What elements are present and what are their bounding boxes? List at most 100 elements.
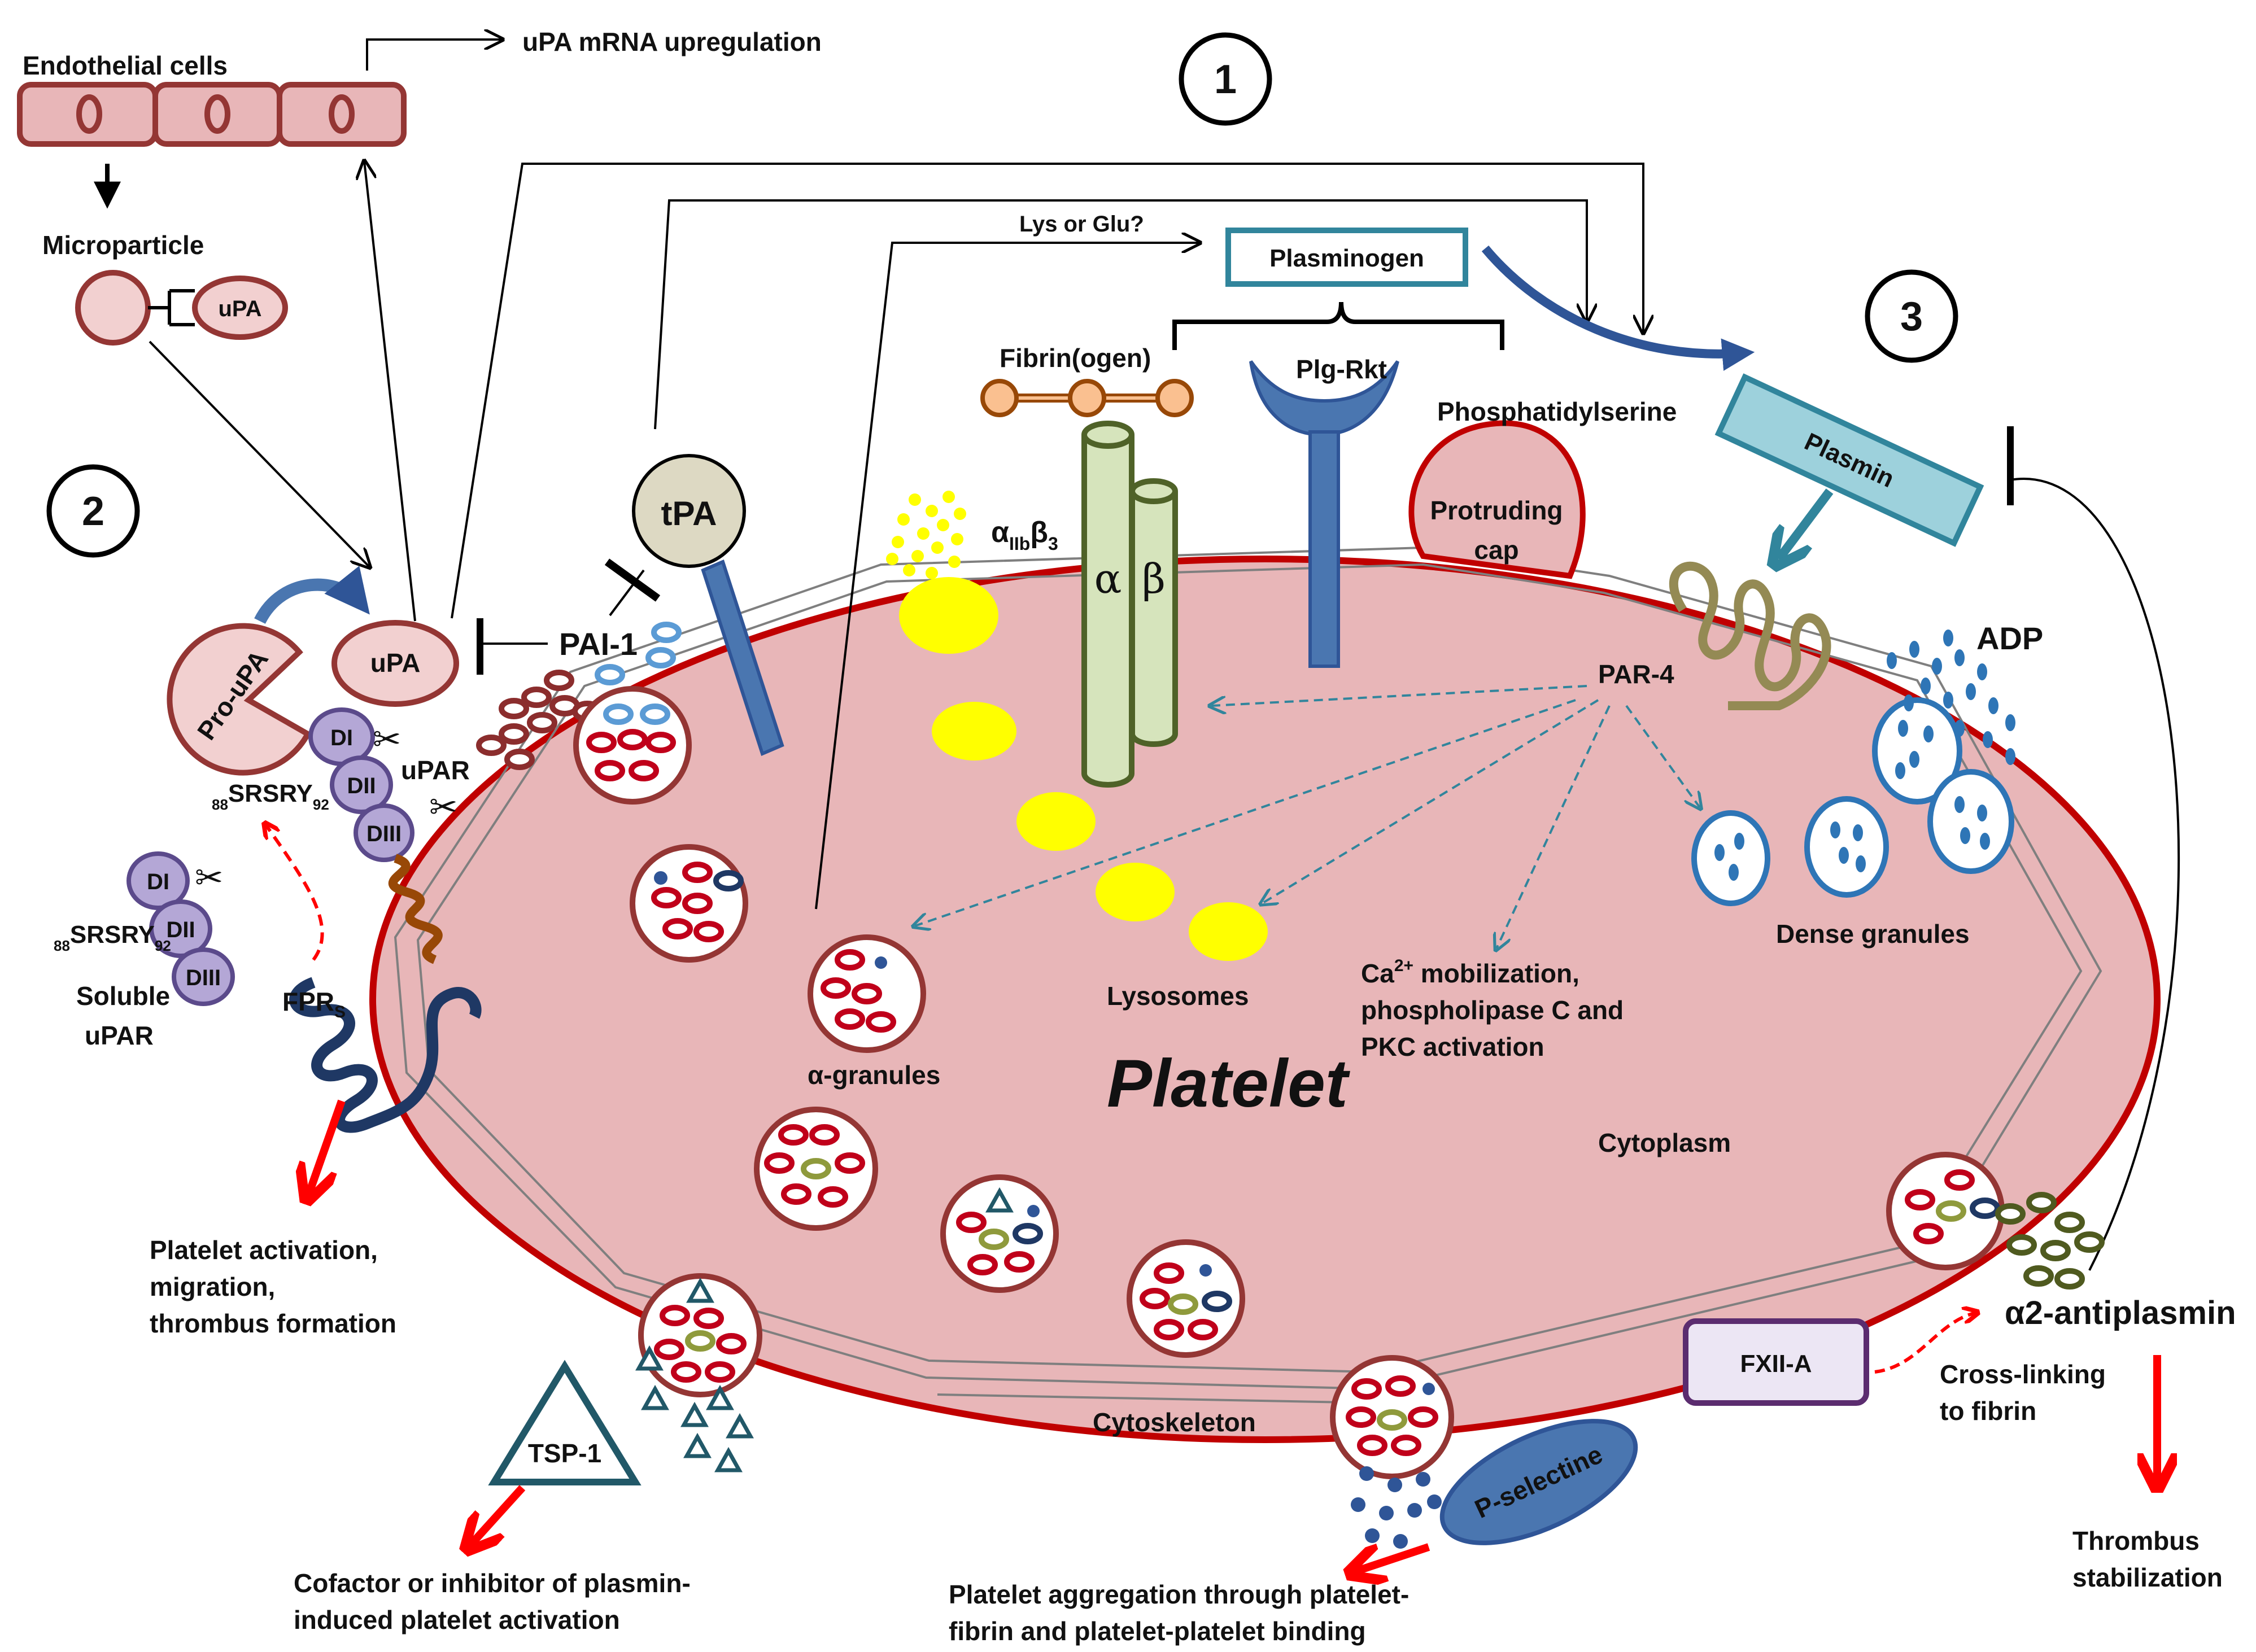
par4-label: PAR-4 [1598, 659, 1674, 689]
protruding-cap: Protruding cap [1408, 420, 1586, 579]
fprs-to-srsry-dashed [265, 824, 324, 961]
lysosome-to-plasminogen-line [815, 243, 1200, 910]
aggregation-label-1: Platelet aggregation through platelet- [949, 1580, 1409, 1609]
granule-pai1 [573, 686, 692, 805]
pai1-tpa-inhibition [609, 569, 645, 617]
plasminogen-box: Plasminogen [1225, 228, 1468, 287]
platelet-cell [369, 546, 2161, 1443]
fxiia-crosslink-arrow [1874, 1313, 1976, 1374]
lysosomes-label: Lysosomes [1107, 981, 1249, 1011]
alpha-granule-2 [808, 934, 926, 1053]
crosslink-label-1: Cross-linking [1940, 1360, 2106, 1389]
tsp1-arrow [469, 1485, 526, 1547]
integrin-alpha-label: α [1094, 555, 1122, 602]
cytoskeleton-line [937, 1393, 1378, 1404]
adp-label: ADP [1976, 620, 2043, 656]
upar-di-label: DI [330, 726, 353, 750]
soluble-diii-label: DIII [186, 965, 221, 990]
protruding-cap-label-2: cap [1474, 535, 1518, 565]
protruding-cap-label-1: Protruding [1430, 496, 1563, 525]
aggregation-label-2: fibrin and platelet-platelet binding [949, 1616, 1366, 1646]
membrane-layer-outer [394, 546, 2102, 1391]
fxiia-label: FXII-A [1740, 1350, 1812, 1378]
tsp1-triangle: TSP-1 [488, 1360, 642, 1485]
cytoskeleton-label: Cytoskeleton [1093, 1408, 1256, 1437]
pkc-label: PKC activation [1361, 1032, 1544, 1061]
soluble-di-label: DI [147, 869, 169, 894]
fprs-label: FPRS [282, 987, 346, 1021]
number-1: 1 [1179, 32, 1272, 126]
ca-mobilization-label: Ca2+ mobilization, [1361, 956, 1579, 988]
plasmin-to-par4-arrow [1779, 488, 1834, 559]
par4-signal-arrows [915, 685, 1700, 949]
membrane-layer-inner [416, 563, 2083, 1374]
microparticle-label: Microparticle [42, 230, 204, 260]
fprs-activation-arrow [308, 1099, 346, 1197]
cofactor-label-2: induced platelet activation [294, 1605, 620, 1634]
thrombus-label-1: Thrombus [2072, 1526, 2200, 1555]
integrin-beta-label: β [1142, 555, 1166, 602]
fprs-receptor [289, 977, 482, 1133]
activation-label-2: migration, [150, 1272, 275, 1301]
number-3: 3 [1865, 269, 1958, 363]
upar-domains: DI DII DIII [308, 707, 443, 964]
upar-diii-label: DIII [366, 821, 402, 846]
activation-label-3: thrombus formation [150, 1309, 396, 1338]
srsry-sequence-label: 88SRSRY92 [212, 780, 329, 813]
tpa: tPA [632, 454, 746, 568]
par4-receptor [1669, 561, 1831, 710]
thrombus-label-2: stabilization [2072, 1563, 2223, 1592]
microparticle-to-upa-arrow [149, 340, 370, 567]
lysosomes [899, 577, 1268, 961]
platelet-title: Platelet [1107, 1046, 1351, 1121]
a2-antiplasmin-label: α2-antiplasmin [2005, 1295, 2236, 1331]
tpa-label: tPA [661, 495, 717, 532]
plasminogen-label: Plasminogen [1269, 244, 1424, 272]
plasminogen-to-plasmin-arrow [1481, 245, 1755, 371]
alpha-granule-5 [1127, 1239, 1245, 1358]
crosslink-label-2: to fibrin [1940, 1396, 2036, 1426]
upar-dii-label: DII [347, 773, 376, 798]
svg-text:2: 2 [82, 489, 104, 534]
tpa-receptor [701, 559, 784, 757]
microparticle-upa-label: uPA [218, 296, 261, 321]
endothelial-cells [17, 82, 407, 147]
antiplasmin-inhibition-line [2010, 478, 2180, 1271]
lys-glu-label: Lys or Glu? [1019, 212, 1144, 237]
scissors-icon: ✂ [373, 720, 401, 758]
tpa-to-membrane-line [654, 199, 1587, 430]
soluble-upar-label-1: Soluble [76, 981, 170, 1011]
endothelial-cells-label: Endothelial cells [23, 51, 228, 80]
p-selectine-arrow [1352, 1543, 1430, 1572]
upa-mrna-label: uPA mRNA upregulation [522, 27, 822, 56]
phospholipase-label: phospholipase C and [1361, 995, 1624, 1025]
integrin-aiib-b3: α β [1081, 421, 1178, 788]
soluble-srsry-label: 88SRSRY92 [54, 921, 171, 954]
upa-to-endothelial-arrow [364, 161, 416, 622]
upa-to-membrane-line [451, 163, 1643, 619]
svg-text:1: 1 [1214, 57, 1237, 102]
phosphatidylserine-label: Phosphatidylserine [1437, 397, 1677, 426]
alpha-granule-4 [940, 1174, 1059, 1293]
dense-granules-label: Dense granules [1776, 919, 1970, 949]
p-selectine-dots [1351, 1466, 1442, 1549]
tsp1-label: TSP-1 [528, 1439, 601, 1468]
plg-rkt-label: Plg-Rkt [1296, 355, 1387, 384]
number-2: 2 [46, 464, 140, 558]
granule-tsp1 [638, 1273, 762, 1397]
dense-granules [1691, 697, 2014, 906]
yellow-secretion-dots [886, 491, 966, 579]
upar-label: uPAR [401, 755, 470, 785]
pro-upa-to-upa-arrow [254, 565, 370, 624]
p-selectine: P-selectine [1439, 1419, 1638, 1545]
alpha-granules-label: α-granules [808, 1060, 940, 1090]
scissors-icon-2: ✂ [429, 788, 457, 826]
activation-label-1: Platelet activation, [150, 1235, 378, 1265]
pai1-tpa-bar [604, 558, 661, 602]
pai1-label: PAI-1 [559, 626, 638, 662]
aiib-b3-label: αIIbβ3 [991, 516, 1058, 554]
soluble-dii-label: DII [166, 917, 195, 942]
antiplasmin-granules [1998, 1195, 2102, 1287]
granule-p-selectine [1330, 1355, 1454, 1479]
alpha-granule-1 [630, 844, 748, 963]
